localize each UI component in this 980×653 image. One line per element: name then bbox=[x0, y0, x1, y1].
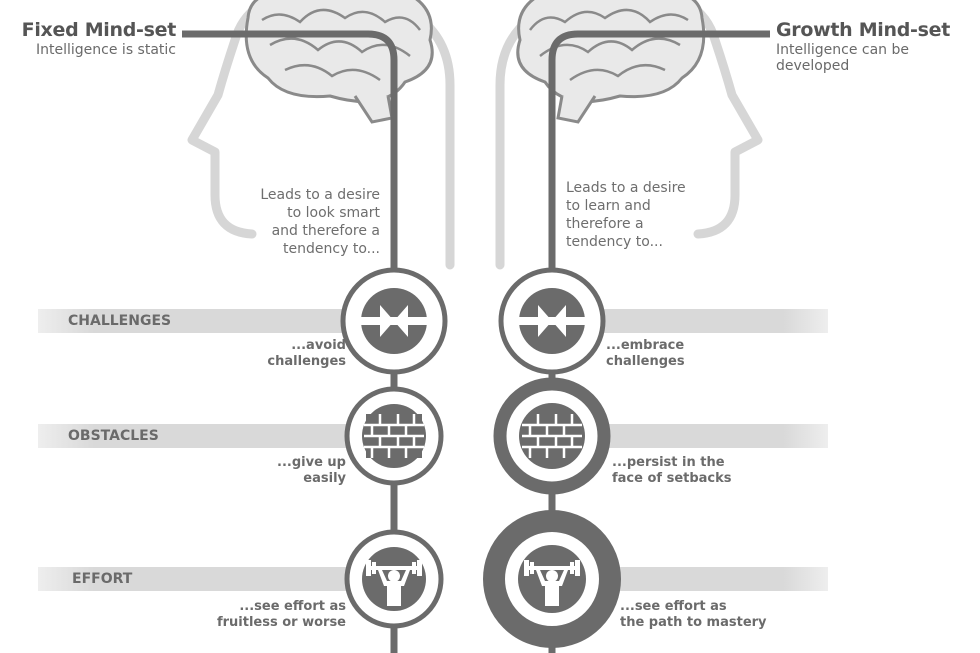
fixed-obstacles-node bbox=[344, 386, 444, 486]
brick-wall-icon bbox=[522, 414, 582, 458]
growth-challenges-node bbox=[498, 267, 606, 375]
fixed-note-challenges: ...avoid challenges bbox=[267, 338, 346, 369]
arrows-converging-icon bbox=[518, 305, 586, 337]
row-label-obstacles: OBSTACLES bbox=[68, 428, 159, 444]
growth-note-obstacles: ...persist in the face of setbacks bbox=[612, 455, 732, 486]
growth-mindset-subtitle: Intelligence can be developed bbox=[776, 42, 910, 74]
growth-obstacles-node bbox=[493, 377, 611, 495]
growth-path-line bbox=[548, 30, 770, 653]
fixed-challenges-node bbox=[340, 267, 448, 375]
fixed-lead-text: Leads to a desire to look smart and ther… bbox=[260, 187, 380, 257]
growth-effort-node bbox=[483, 510, 621, 648]
growth-mindset-title: Growth Mind-set bbox=[776, 19, 951, 41]
growth-note-effort: ...see effort as the path to mastery bbox=[620, 599, 767, 630]
fixed-mindset-title: Fixed Mind-set bbox=[21, 19, 177, 41]
fixed-mindset-subtitle: Intelligence is static bbox=[36, 42, 176, 58]
growth-note-challenges: ...embrace challenges bbox=[606, 338, 685, 369]
row-label-effort: EFFORT bbox=[72, 571, 133, 587]
fixed-note-obstacles: ...give up easily bbox=[277, 455, 346, 486]
fixed-effort-node bbox=[344, 529, 444, 629]
fixed-note-effort: ...see effort as fruitless or worse bbox=[216, 599, 346, 630]
brick-wall-icon bbox=[364, 414, 424, 458]
fixed-brain-icon bbox=[244, 0, 434, 124]
row-label-challenges: CHALLENGES bbox=[68, 313, 172, 329]
arrows-converging-icon bbox=[360, 305, 428, 337]
fixed-path-line bbox=[182, 30, 398, 653]
weightlifter-icon bbox=[366, 560, 422, 606]
weightlifter-icon bbox=[524, 560, 580, 606]
growth-brain-icon bbox=[516, 0, 706, 124]
growth-lead-text: Leads to a desire to learn and therefore… bbox=[566, 180, 686, 250]
